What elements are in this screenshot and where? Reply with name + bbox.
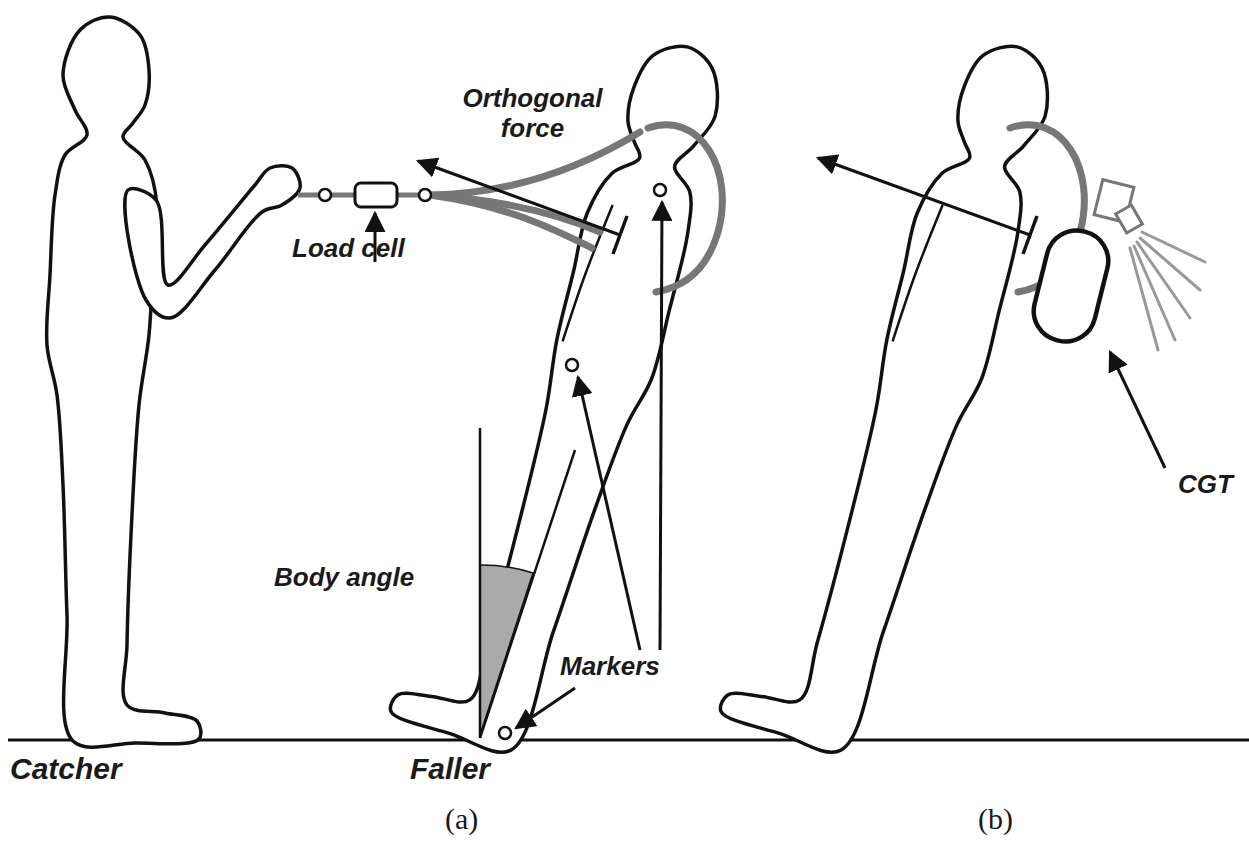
- role-label: Faller: [410, 752, 490, 787]
- vertical-reference: [479, 428, 482, 738]
- faller-figure: [387, 20, 748, 763]
- force-origin-tick: [613, 216, 627, 254]
- part-label: Markers: [560, 652, 660, 682]
- body-line: [480, 450, 575, 738]
- angle-label: Body angle: [274, 563, 414, 593]
- cold-gas-thruster: [1027, 180, 1205, 350]
- shackle: [319, 189, 331, 201]
- load-cell: [355, 183, 397, 207]
- faller-figure: [717, 20, 1078, 763]
- panel-label: (b): [978, 802, 1013, 837]
- part-label: Load cell: [292, 234, 405, 264]
- leader-line: [578, 377, 640, 650]
- leader-line: [516, 688, 575, 728]
- leader-line: [660, 202, 662, 650]
- marker-dot: [566, 359, 578, 371]
- shackle: [419, 189, 431, 201]
- catcher-arm: [125, 166, 300, 318]
- part-label: CGT: [1178, 470, 1233, 500]
- force-arrow: [418, 161, 620, 235]
- marker-dot: [499, 727, 511, 739]
- force-arrow: [818, 158, 1030, 235]
- catcher-figure: [47, 17, 201, 747]
- panel-label: (a): [445, 802, 478, 837]
- leader-line: [1110, 352, 1165, 468]
- angle-wedge: [480, 565, 533, 735]
- marker-dot: [654, 184, 666, 196]
- harness: [430, 125, 722, 292]
- role-label: Catcher: [10, 752, 122, 787]
- force-origin-tick: [1023, 216, 1037, 254]
- force-label: Orthogonal force: [440, 84, 625, 144]
